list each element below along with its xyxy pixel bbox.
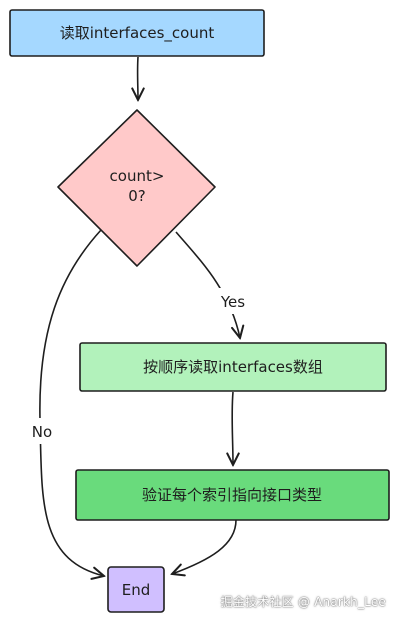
node-validate bbox=[75, 469, 390, 521]
edge-decision-no bbox=[39, 229, 104, 576]
node-read-count-label: 读取interfaces_count bbox=[60, 24, 215, 43]
edge-decision-yes bbox=[175, 231, 240, 338]
node-read-array-label: 按顺序读取interfaces数组 bbox=[143, 358, 323, 376]
watermark: 掘金技术社区 @ Anarkh_Lee bbox=[220, 595, 386, 609]
node-decision bbox=[57, 109, 216, 267]
node-validate-label: 验证每个索引指向接口类型 bbox=[142, 486, 322, 504]
edge-label-yes: Yes bbox=[220, 293, 245, 311]
edge-label-no: No bbox=[32, 423, 52, 441]
node-read-array bbox=[79, 342, 387, 392]
node-read-count bbox=[9, 9, 265, 57]
node-decision-label-line2: 0? bbox=[128, 187, 146, 205]
node-end-label: End bbox=[122, 581, 151, 599]
node-decision-label-line1: count> bbox=[110, 167, 165, 185]
edge-read-to-validate bbox=[232, 391, 233, 465]
edge-validate-to-end bbox=[172, 519, 237, 574]
yes-label-bg bbox=[213, 288, 253, 314]
node-end bbox=[107, 566, 165, 613]
no-label-bg bbox=[24, 418, 60, 444]
